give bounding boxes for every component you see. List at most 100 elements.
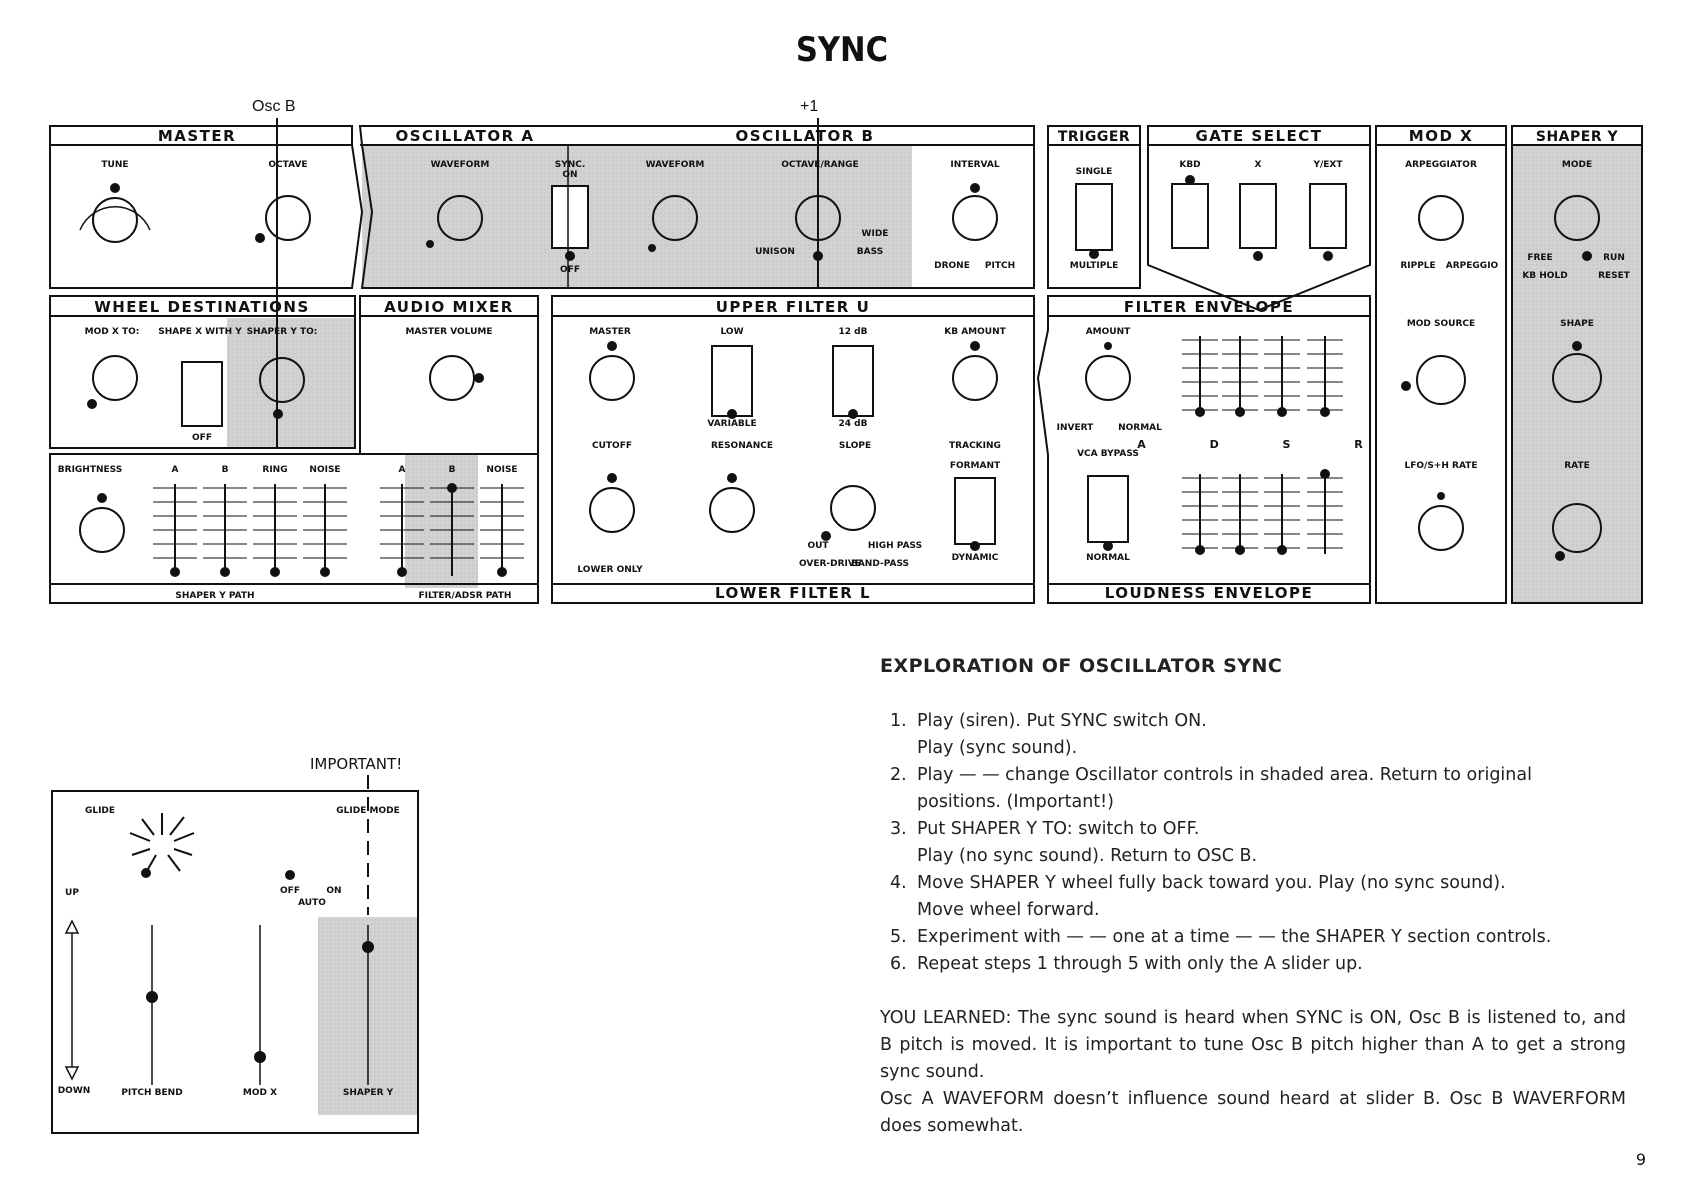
gate-select-header: GATE SELECT <box>1195 127 1322 145</box>
wheel-destinations-header: WHEEL DESTINATIONS <box>94 298 310 316</box>
interval-dot <box>970 183 980 193</box>
shaper-y-header: SHAPER Y <box>1536 129 1619 145</box>
step-text: Repeat steps 1 through 5 with only the A… <box>917 954 1363 974</box>
glide-on-label: ON <box>326 886 341 896</box>
tune-arc <box>79 206 151 231</box>
filter-adsr-path-label: FILTER/ADSR PATH <box>419 591 512 601</box>
kbd-gate-switch[interactable] <box>1171 183 1209 249</box>
unison-label: UNISON <box>755 247 795 257</box>
variable-label: VARIABLE <box>707 419 756 429</box>
invert-label: INVERT <box>1057 423 1095 433</box>
envelope-slider-knob <box>1235 407 1245 417</box>
tune-knob[interactable] <box>92 197 138 243</box>
step-text: Put SHAPER Y TO: switch to OFF. <box>917 819 1200 839</box>
filter-slider-a-label: A <box>399 465 406 475</box>
shaper-mode-knob[interactable] <box>1554 195 1600 241</box>
exploration-step-line: 4. Move SHAPER Y wheel fully back toward … <box>880 870 1626 897</box>
exploration-step-line: 1.Play (siren). Put SYNC switch ON. <box>880 708 1626 735</box>
glide-knob[interactable] <box>129 813 195 872</box>
shaper-shape-knob[interactable] <box>1552 353 1602 403</box>
shaper-y-to-label: SHAPER Y TO: <box>247 327 318 337</box>
interval-knob[interactable] <box>952 195 998 241</box>
shaper-y-to-knob[interactable] <box>259 357 305 403</box>
osc-a-waveform-knob[interactable] <box>437 195 483 241</box>
exploration-step-line: Move wheel forward. <box>880 897 1626 924</box>
osc-b-callout: Osc B <box>252 98 296 115</box>
synth-panel-diagram: MASTER OSCILLATOR A OSCILLATOR B TRIGGER… <box>49 125 1643 604</box>
db24-label: 24 dB <box>839 419 868 429</box>
step-number: 6. <box>890 954 907 974</box>
step-number: 5. <box>890 927 907 947</box>
mixer-slider-knob <box>170 567 180 577</box>
kbd-label: KBD <box>1179 160 1200 170</box>
slider-ring-label: RING <box>262 465 287 475</box>
wheel-destinations-box <box>49 295 356 449</box>
envelope-slider-knob <box>1235 545 1245 555</box>
pitch-bend-dot <box>146 991 158 1003</box>
envelope-slider-knob <box>1277 545 1287 555</box>
shaper-mode-dot <box>1582 251 1592 261</box>
formant-label: FORMANT <box>950 461 1001 471</box>
arpeggiator-knob[interactable] <box>1418 195 1464 241</box>
y-ext-gate-label: Y/EXT <box>1312 160 1343 170</box>
important-callout: IMPORTANT! <box>310 755 403 773</box>
tune-label: TUNE <box>101 160 128 170</box>
slider-a-label: A <box>172 465 179 475</box>
tracking-switch[interactable] <box>954 477 996 545</box>
mod-x-header: MOD X <box>1409 127 1473 145</box>
run-label: RUN <box>1603 253 1625 263</box>
trigger-switch[interactable] <box>1075 183 1113 251</box>
kb-amount-dot <box>970 341 980 351</box>
shape-x-with-y-switch[interactable] <box>181 361 223 427</box>
filter-mode-dot <box>821 531 831 541</box>
vca-normal-label: NORMAL <box>1086 553 1130 563</box>
step-number: 1. <box>890 711 907 731</box>
shaper-y-path-sliders <box>153 483 524 577</box>
lower-cutoff-knob[interactable] <box>589 487 635 533</box>
envelope-slider-knob <box>1320 407 1330 417</box>
osc-b-waveform-knob[interactable] <box>652 195 698 241</box>
mod-source-knob[interactable] <box>1416 355 1466 405</box>
gate-select-box <box>1147 125 1371 312</box>
filter-mode-knob[interactable] <box>830 485 876 531</box>
vca-switch[interactable] <box>1087 475 1129 543</box>
lfo-sh-rate-knob[interactable] <box>1418 505 1464 551</box>
sync-switch[interactable] <box>551 185 589 249</box>
step-text: Play (sync sound). <box>917 738 1078 758</box>
slope-switch[interactable] <box>832 345 874 417</box>
envelope-amount-knob[interactable] <box>1085 355 1131 401</box>
shaper-y-box <box>1511 125 1643 604</box>
octave-knob[interactable] <box>265 195 311 241</box>
lower-resonance-knob[interactable] <box>709 487 755 533</box>
reset-label: RESET <box>1598 271 1631 281</box>
step-text: Move SHAPER Y wheel fully back toward yo… <box>917 873 1506 893</box>
oscillator-shaded-area <box>362 145 912 288</box>
mod-x-to-dot <box>87 399 97 409</box>
envelope-slider-knob <box>1195 407 1205 417</box>
shaper-shape-dot <box>1572 341 1582 351</box>
mod-x-to-knob[interactable] <box>92 355 138 401</box>
loudness-envelope-header: LOUDNESS ENVELOPE <box>1105 584 1314 602</box>
lower-resonance-dot <box>727 473 737 483</box>
filter-slider-noise-label: NOISE <box>486 465 517 475</box>
shaper-rate-dot <box>1555 551 1565 561</box>
band-pass-label: BAND-PASS <box>851 559 909 569</box>
brightness-knob[interactable] <box>79 507 125 553</box>
x-gate-switch[interactable] <box>1239 183 1277 249</box>
osc-a-waveform-label: WAVEFORM <box>431 160 490 170</box>
kb-amount-knob[interactable] <box>952 355 998 401</box>
slider-b-shaded-area <box>405 454 478 588</box>
osc-b-waveform-label: WAVEFORM <box>646 160 705 170</box>
filter-master-knob[interactable] <box>589 355 635 401</box>
sync-label: SYNC. <box>555 160 586 170</box>
filter-envelope-box <box>1036 295 1371 604</box>
mod-x-box <box>1375 125 1507 604</box>
octave-pointer-dot <box>255 233 265 243</box>
y-ext-gate-switch[interactable] <box>1309 183 1347 249</box>
shaper-rate-knob[interactable] <box>1552 503 1602 553</box>
you-learned-text: YOU LEARNED: The sync sound is heard whe… <box>880 1005 1626 1140</box>
step-text: Experiment with — — one at a time — — th… <box>917 927 1552 947</box>
step-number: 4. <box>890 873 907 893</box>
low-label: LOW <box>721 327 744 337</box>
mixer-slider-knob <box>497 567 507 577</box>
